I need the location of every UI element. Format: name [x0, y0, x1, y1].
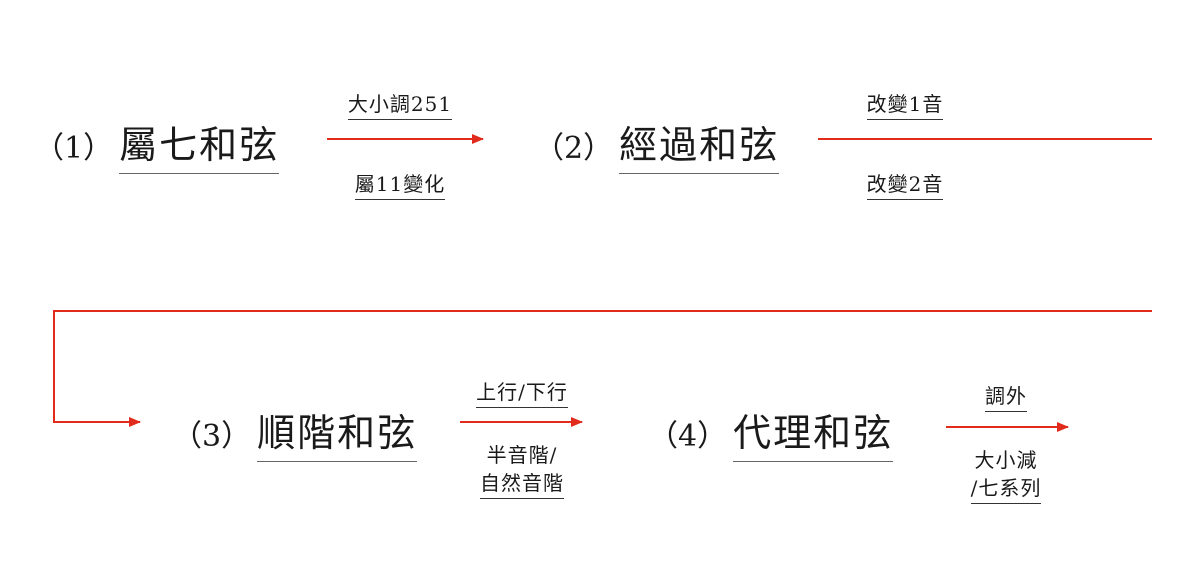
node-3-number: （3）	[172, 419, 252, 454]
node-2-number: （2）	[534, 131, 614, 166]
edge-1-below-label: 屬11變化	[345, 170, 455, 200]
node-4-number: （4）	[648, 419, 728, 454]
edge-1-above-label: 大小調251	[340, 90, 460, 120]
edge-2-below-label: 改變2音	[850, 170, 960, 200]
node-2: （2） 經過和弦	[534, 114, 780, 174]
node-4: （4） 代理和弦	[648, 402, 894, 462]
node-2-title: 經過和弦	[619, 114, 780, 174]
node-4-title: 代理和弦	[733, 402, 894, 462]
node-1: （1） 屬七和弦	[34, 114, 280, 174]
edge-3-above-label: 上行/下行	[460, 378, 584, 408]
edge-3-below-label: 半音階/ 自然音階	[460, 441, 584, 499]
node-3: （3） 順階和弦	[172, 402, 418, 462]
connector-wrap-to-3	[53, 310, 1152, 427]
node-1-number: （1）	[34, 131, 114, 166]
edge-4-below-label: 大小減 /七系列	[944, 446, 1068, 504]
node-1-title: 屬七和弦	[119, 114, 280, 174]
edge-2-above-label: 改變1音	[850, 90, 960, 120]
edge-4-above-label: 調外	[960, 382, 1052, 412]
node-3-title: 順階和弦	[257, 402, 418, 462]
